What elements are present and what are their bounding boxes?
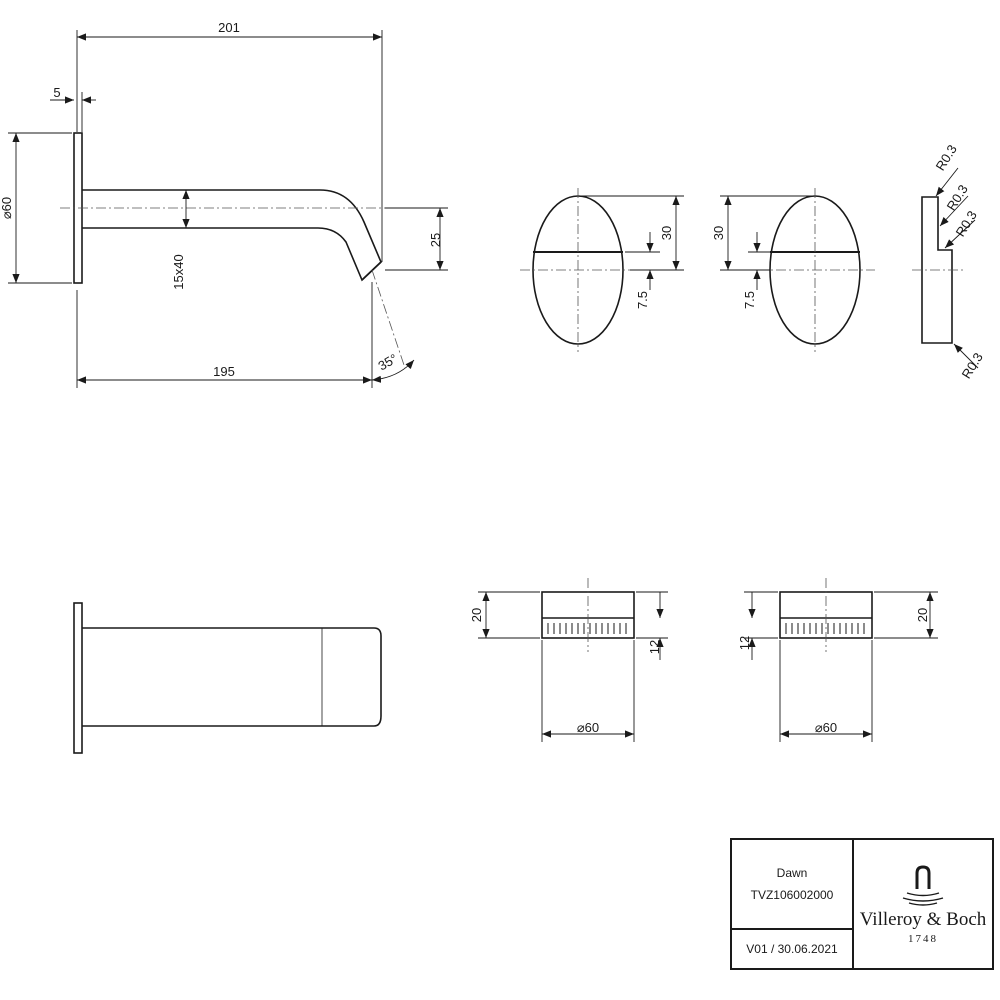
handle-side-right-dimension-lines xyxy=(744,591,938,742)
brand-year: 1748 xyxy=(908,933,938,945)
center-line-outlet xyxy=(371,269,406,369)
faucet-logo-icon xyxy=(902,865,944,906)
dim-plate-thickness: 5 xyxy=(53,85,60,100)
dim-outlet-angle: 35° xyxy=(375,351,400,374)
dim-radius-3: R0.3 xyxy=(953,208,980,239)
dim-handle-height-right: 30 xyxy=(711,226,726,240)
brand-name: Villeroy & Boch xyxy=(859,909,987,930)
dim-handle-total-height-left: 20 xyxy=(469,608,484,622)
dim-spout-drop: 25 xyxy=(428,233,443,247)
title-block-info: Dawn TVZ106002000 V01 / 30.06.2021 xyxy=(732,840,854,968)
dim-radius-1: R0.3 xyxy=(933,142,960,173)
dim-handle-diameter-right: ⌀60 xyxy=(815,720,837,735)
dim-overall-length: 201 xyxy=(218,20,240,35)
handle-left-knurl xyxy=(547,623,627,634)
dim-plate-diameter: ⌀60 xyxy=(0,197,14,219)
dim-groove-offset-right: 7.5 xyxy=(742,291,757,309)
dim-handle-knurl-height-left: 12 xyxy=(647,640,662,654)
handle-side-left-dimension-lines xyxy=(478,591,668,742)
spout-body-top xyxy=(82,627,382,727)
dim-spout-section: 15x40 xyxy=(171,254,186,289)
handle-right-knurl xyxy=(785,623,865,634)
handle-side-profile xyxy=(921,196,953,344)
radius-leader-lines xyxy=(935,167,979,369)
dim-handle-diameter-left: ⌀60 xyxy=(577,720,599,735)
dim-handle-knurl-height-right: 12 xyxy=(737,636,752,650)
spout-body-side xyxy=(82,189,382,282)
dim-handle-height-left: 30 xyxy=(659,226,674,240)
dim-radius-4: R0.3 xyxy=(959,350,986,381)
dim-groove-offset-left: 7.5 xyxy=(635,291,650,309)
dim-handle-total-height-right: 20 xyxy=(915,608,930,622)
version-date: V01 / 30.06.2021 xyxy=(746,942,838,956)
wall-plate-top xyxy=(73,602,83,754)
article-number: TVZ106002000 xyxy=(750,888,834,902)
spout-outlet-side xyxy=(361,261,382,281)
dim-projection: 195 xyxy=(213,364,235,379)
handle-right-dimension-lines xyxy=(720,195,813,290)
brand-logo: Villeroy & Boch 1748 xyxy=(854,840,992,968)
title-block: Dawn TVZ106002000 V01 / 30.06.2021 Ville… xyxy=(730,838,994,970)
spout-top-view xyxy=(73,602,382,754)
spout-dimension-lines xyxy=(8,30,448,388)
product-name: Dawn xyxy=(776,866,808,880)
handle-left-dimension-lines xyxy=(580,195,684,290)
